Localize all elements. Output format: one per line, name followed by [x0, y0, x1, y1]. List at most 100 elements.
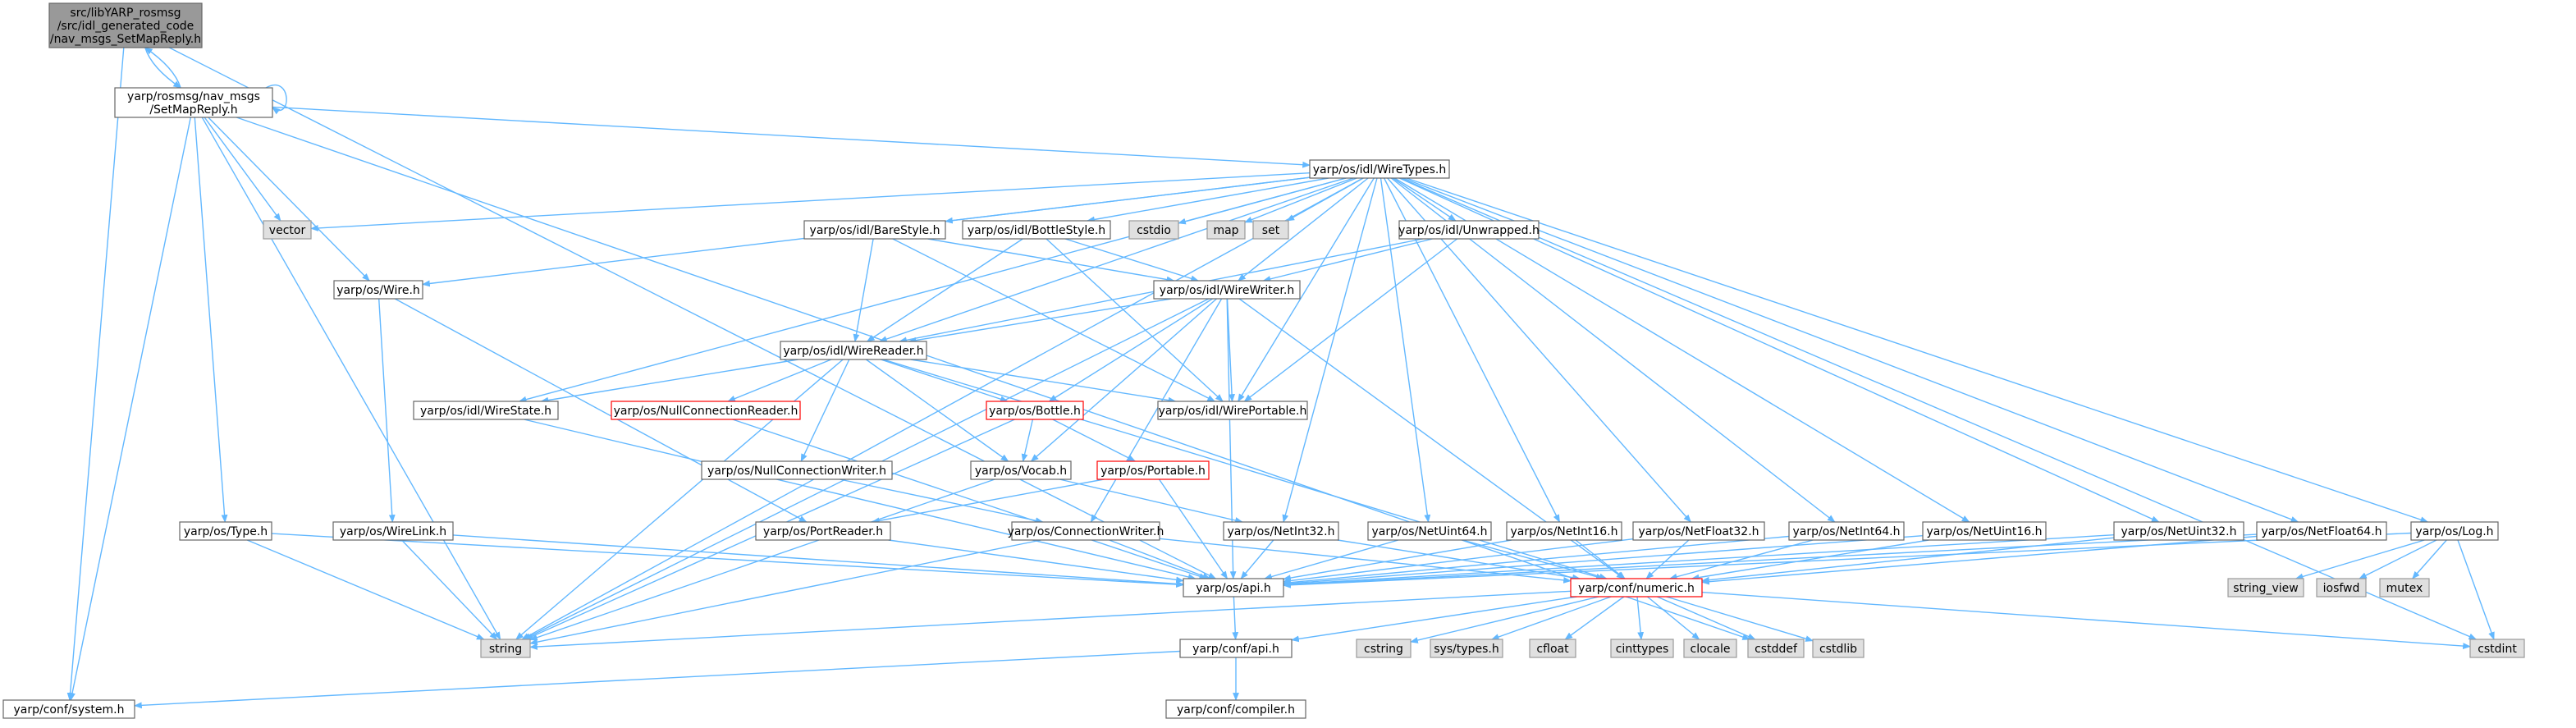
node-wirelink[interactable]: yarp/os/WireLink.h: [332, 521, 454, 541]
node-setmapreply[interactable]: yarp/rosmsg/nav_msgs/SetMapReply.h: [114, 87, 273, 118]
node-label-systypes: sys/types.h: [1434, 643, 1498, 656]
node-label-string: string: [489, 643, 522, 656]
node-label-netint16: yarp/os/NetInt16.h: [1510, 525, 1617, 538]
node-box-log: [2410, 521, 2499, 541]
node-label-cstdlib: cstdlib: [1819, 643, 1857, 656]
node-box-wirereader: [780, 341, 927, 360]
edge-netint16-to-osapi: [1283, 539, 1512, 581]
edge-wirereader-to-nullconnreader: [727, 359, 832, 402]
node-box-wirelink: [332, 521, 454, 541]
edge-setmapreply-to-setmapreply: [265, 85, 287, 115]
node-box-type: [179, 521, 272, 541]
node-clocale[interactable]: clocale: [1683, 639, 1737, 658]
node-cfloat[interactable]: cfloat: [1529, 639, 1576, 658]
edge-bottle-to-portable: [1052, 419, 1137, 462]
node-netfloat64[interactable]: yarp/os/NetFloat64.h: [2256, 521, 2387, 541]
node-cstdint[interactable]: cstdint: [2469, 639, 2525, 658]
node-wire[interactable]: yarp/os/Wire.h: [333, 280, 423, 300]
node-connwriter[interactable]: yarp/os/ConnectionWriter.h: [1008, 521, 1164, 541]
node-osapi[interactable]: yarp/os/api.h: [1183, 578, 1284, 598]
node-cinttypes[interactable]: cinttypes: [1610, 639, 1674, 658]
edge-root-to-osapi: [168, 47, 1217, 579]
node-confapi[interactable]: yarp/conf/api.h: [1179, 639, 1293, 658]
node-label-cstdio: cstdio: [1137, 224, 1171, 237]
node-iosfwd[interactable]: iosfwd: [2316, 578, 2367, 598]
edge-numeric-to-clocale: [1646, 596, 1700, 640]
node-box-bottlestyle: [962, 220, 1111, 240]
edge-wiretypes-to-wirewriter: [1238, 177, 1369, 282]
node-label-nullconnreader: yarp/os/NullConnectionReader.h: [614, 405, 798, 418]
node-netint16[interactable]: yarp/os/NetInt16.h: [1506, 521, 1622, 541]
node-box-root: [48, 2, 203, 48]
node-system[interactable]: yarp/conf/system.h: [2, 699, 135, 719]
edge-netfloat32-to-osapi: [1283, 538, 1634, 584]
node-cstdio[interactable]: cstdio: [1128, 220, 1179, 240]
node-portreader[interactable]: yarp/os/PortReader.h: [755, 521, 891, 541]
node-box-osapi: [1183, 578, 1284, 598]
edge-setmapreply-to-type: [194, 117, 228, 523]
node-map[interactable]: map: [1206, 220, 1246, 240]
node-wiretypes[interactable]: yarp/os/idl/WireTypes.h: [1309, 159, 1450, 179]
node-label-vocab: yarp/os/Vocab.h: [975, 465, 1067, 478]
node-label-root: src/libYARP_rosmsg: [70, 7, 181, 20]
node-label-cstdint: cstdint: [2478, 643, 2517, 656]
node-bottle[interactable]: yarp/os/Bottle.h: [986, 401, 1084, 420]
node-root[interactable]: src/libYARP_rosmsg/src/idl_generated_cod…: [48, 2, 203, 48]
node-bottlestyle[interactable]: yarp/os/idl/BottleStyle.h: [962, 220, 1111, 240]
edge-wirereader-to-vocab: [865, 359, 1009, 462]
node-box-numeric: [1570, 578, 1703, 598]
node-numeric[interactable]: yarp/conf/numeric.h: [1570, 578, 1703, 598]
node-wirewriter[interactable]: yarp/os/idl/WireWriter.h: [1153, 280, 1301, 300]
node-unwrapped[interactable]: yarp/os/idl/Unwrapped.h: [1398, 220, 1540, 240]
node-box-portreader: [755, 521, 891, 541]
edge-wiretypes-to-netint32: [1282, 177, 1378, 523]
node-box-clocale: [1683, 639, 1737, 658]
edge-log-to-iosfwd: [2359, 539, 2437, 579]
node-cstring[interactable]: cstring: [1356, 639, 1412, 658]
node-log[interactable]: yarp/os/Log.h: [2410, 521, 2499, 541]
node-box-netint32: [1223, 521, 1339, 541]
edge-wirereader-to-numeric: [883, 359, 1608, 580]
edge-wirewriter-to-connwriter: [1090, 298, 1223, 523]
edge-setmapreply-to-root: [144, 47, 181, 89]
edge-wirestate-to-osapi: [524, 419, 1196, 580]
edge-root-to-setmapreply: [144, 47, 181, 89]
node-cstdlib[interactable]: cstdlib: [1812, 639, 1865, 658]
node-nullconnwriter[interactable]: yarp/os/NullConnectionWriter.h: [701, 460, 893, 480]
node-wireportable[interactable]: yarp/os/idl/WirePortable.h: [1157, 401, 1308, 420]
edge-setmapreply-to-wiretypes: [272, 106, 1311, 168]
node-label-netuint64: yarp/os/NetUint64.h: [1371, 525, 1487, 538]
edge-confapi-to-system: [134, 650, 1181, 709]
node-compiler[interactable]: yarp/conf/compiler.h: [1165, 699, 1306, 719]
edge-netuint16-to-osapi: [1283, 535, 1924, 587]
node-nullconnreader[interactable]: yarp/os/NullConnectionReader.h: [611, 401, 801, 420]
edge-bottle-to-vocab: [1021, 419, 1034, 462]
node-netuint64[interactable]: yarp/os/NetUint64.h: [1367, 521, 1492, 541]
node-label-wirereader: yarp/os/idl/WireReader.h: [783, 345, 923, 358]
edge-nullconnwriter-to-connwriter: [840, 478, 1044, 524]
node-vocab[interactable]: yarp/os/Vocab.h: [970, 460, 1072, 480]
node-netfloat32[interactable]: yarp/os/NetFloat32.h: [1632, 521, 1765, 541]
node-set[interactable]: set: [1252, 220, 1289, 240]
node-wirestate[interactable]: yarp/os/idl/WireState.h: [413, 401, 559, 420]
node-string[interactable]: string: [480, 639, 531, 658]
node-type[interactable]: yarp/os/Type.h: [179, 521, 272, 541]
node-netint32[interactable]: yarp/os/NetInt32.h: [1223, 521, 1339, 541]
edge-portable-to-portreader: [871, 478, 1105, 524]
node-netint64[interactable]: yarp/os/NetInt64.h: [1788, 521, 1905, 541]
node-barestyle[interactable]: yarp/os/idl/BareStyle.h: [803, 220, 946, 240]
node-wirereader[interactable]: yarp/os/idl/WireReader.h: [780, 341, 927, 360]
edge-wiretypes-to-cstdint: [1400, 177, 2478, 640]
node-portable[interactable]: yarp/os/Portable.h: [1096, 460, 1210, 480]
node-mutex[interactable]: mutex: [2379, 578, 2430, 598]
node-string_view[interactable]: string_view: [2227, 578, 2304, 598]
node-cstddef[interactable]: cstddef: [1747, 639, 1805, 658]
node-label-unwrapped: yarp/os/idl/Unwrapped.h: [1398, 224, 1540, 237]
node-label-iosfwd: iosfwd: [2323, 582, 2360, 595]
node-vector[interactable]: vector: [263, 220, 312, 240]
node-systypes[interactable]: sys/types.h: [1430, 639, 1503, 658]
edge-numeric-to-systypes: [1490, 596, 1612, 640]
node-netuint32[interactable]: yarp/os/NetUint32.h: [2113, 521, 2244, 541]
node-netuint16[interactable]: yarp/os/NetUint16.h: [1922, 521, 2047, 541]
edges-layer: [66, 47, 2495, 709]
